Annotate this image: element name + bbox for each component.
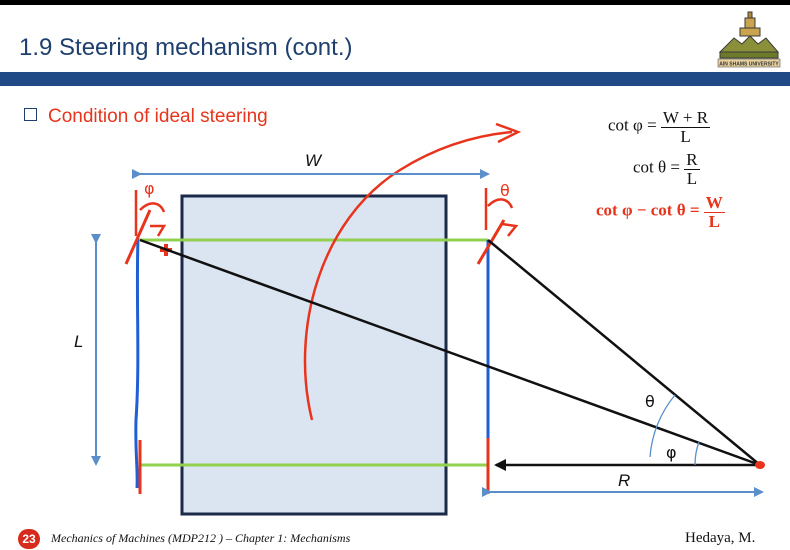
page-number-badge: 23: [18, 529, 40, 549]
label-theta: θ: [645, 392, 655, 411]
right-angle-sketch: [484, 188, 519, 237]
top-border: [0, 0, 790, 5]
bullet-text: Condition of ideal steering: [48, 106, 268, 127]
front-left-wheel: [124, 209, 152, 265]
footer-author: Hedaya, M.: [685, 530, 756, 546]
page-title: 1.9 Steering mechanism (cont.): [19, 34, 353, 61]
label-phi: φ: [666, 443, 677, 462]
turning-path-curve: [303, 130, 513, 421]
footer-course: Mechanics of Machines (MDP212 ) – Chapte…: [51, 531, 351, 545]
annotation-phi: φ: [144, 179, 155, 198]
steering-diagram: φ θ W L R θ φ: [74, 122, 765, 516]
annotation-theta: θ: [500, 181, 510, 200]
university-logo: AIN SHAMS UNIVERSITY: [717, 11, 781, 68]
svg-text:AIN SHAMS UNIVERSITY: AIN SHAMS UNIVERSITY: [719, 62, 779, 68]
left-wheel-track: [134, 237, 140, 489]
phi-arc: [694, 441, 700, 466]
header-rule: [0, 72, 790, 86]
label-w: W: [305, 151, 323, 170]
bullet-box-icon: [24, 108, 37, 121]
radius-line-right-wheel: [487, 239, 761, 466]
left-angle-sketch: [134, 190, 167, 237]
theta-arc: [649, 394, 676, 458]
bullet-heading: Condition of ideal steering: [24, 106, 268, 128]
turning-arrow-icon: [495, 122, 522, 144]
vehicle-body: [180, 194, 448, 516]
label-r: R: [618, 471, 630, 490]
label-l: L: [74, 332, 83, 351]
instant-center-point: [755, 461, 765, 469]
